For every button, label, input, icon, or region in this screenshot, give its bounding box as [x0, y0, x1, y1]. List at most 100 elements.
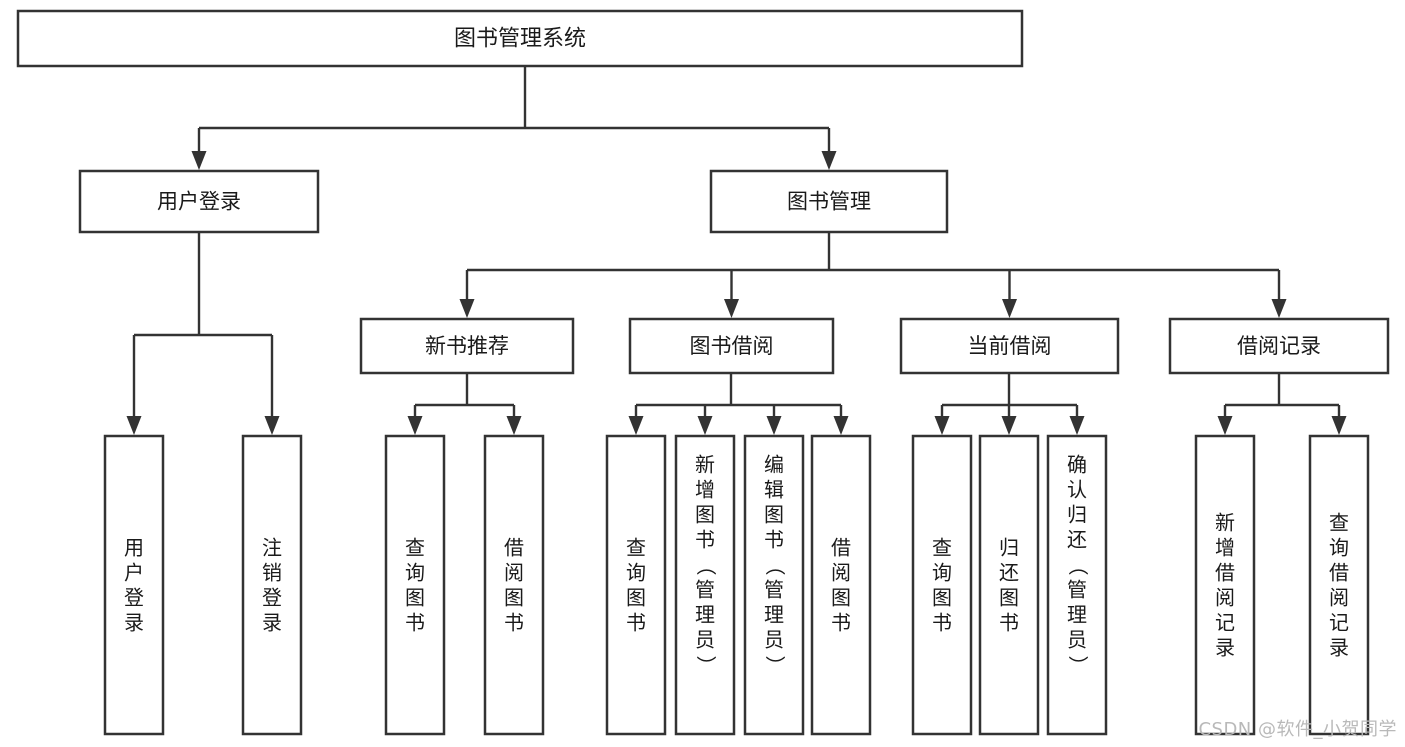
- svg-text:阅: 阅: [504, 561, 524, 585]
- node-book-borrow[interactable]: 图书借阅: [628, 317, 835, 375]
- svg-text:）: ）: [763, 656, 787, 676]
- connector-book-management-to-level3: [459, 232, 1287, 318]
- svg-text:登: 登: [262, 586, 282, 610]
- node-label-book-management: 图书管理: [787, 190, 871, 214]
- arrow-head-icon: [126, 416, 142, 435]
- node-box-leaf-return-book: [978, 434, 1040, 736]
- node-label-new-book-recommend: 新书推荐: [425, 334, 509, 358]
- node-current-borrow[interactable]: 当前借阅: [899, 317, 1120, 375]
- node-user-login[interactable]: 用户登录: [78, 169, 320, 234]
- node-box-leaf-query-book-nb: [384, 434, 446, 736]
- node-leaf-user-login[interactable]: 用户登录: [103, 434, 165, 736]
- arrow-head-icon: [506, 416, 522, 435]
- node-borrow-record[interactable]: 借阅记录: [1168, 317, 1390, 375]
- connector-book-borrow-to-leaves: [628, 373, 849, 435]
- node-box-user-login: [78, 169, 320, 234]
- node-box-leaf-query-record: [1308, 434, 1370, 736]
- arrow-head-icon: [697, 416, 713, 435]
- arrow-head-icon: [1331, 416, 1347, 435]
- svg-text:询: 询: [405, 561, 425, 585]
- svg-text:录: 录: [1215, 636, 1235, 660]
- node-box-leaf-edit-book-admin: [743, 434, 805, 736]
- svg-text:图: 图: [405, 586, 425, 610]
- node-label-current-borrow: 当前借阅: [968, 334, 1052, 358]
- svg-text:（: （: [1066, 556, 1090, 576]
- nodes-layer: 图书管理系统用户登录图书管理新书推荐图书借阅当前借阅借阅记录用户登录注销登录查询…: [16, 9, 1390, 736]
- node-root[interactable]: 图书管理系统: [16, 9, 1024, 68]
- connector-user-login-to-leaves: [126, 232, 280, 435]
- svg-text:阅: 阅: [831, 561, 851, 585]
- node-box-leaf-borrow-book-bb: [810, 434, 872, 736]
- arrow-head-icon: [1271, 299, 1287, 318]
- svg-text:查: 查: [405, 536, 425, 560]
- connector-root-to-level2: [191, 66, 837, 170]
- svg-text:借: 借: [1329, 561, 1349, 585]
- svg-text:书: 书: [831, 611, 851, 635]
- arrow-head-icon: [934, 416, 950, 435]
- node-box-leaf-query-book-bb: [605, 434, 667, 736]
- arrow-head-icon: [724, 299, 739, 318]
- svg-text:录: 录: [262, 611, 282, 635]
- arrow-head-icon: [628, 416, 644, 435]
- svg-text:还: 还: [999, 561, 1019, 585]
- svg-text:管: 管: [764, 578, 784, 602]
- node-label-user-login: 用户登录: [157, 190, 241, 214]
- svg-text:员: 员: [1067, 628, 1087, 652]
- connector-lines-layer: [126, 66, 1347, 435]
- svg-text:图: 图: [504, 586, 524, 610]
- svg-text:增: 增: [1215, 536, 1235, 560]
- svg-text:询: 询: [932, 561, 952, 585]
- node-box-leaf-add-record: [1194, 434, 1256, 736]
- svg-text:理: 理: [1067, 603, 1087, 627]
- svg-text:辑: 辑: [764, 478, 784, 502]
- svg-text:认: 认: [1067, 478, 1087, 502]
- arrow-head-icon: [1069, 416, 1085, 435]
- svg-text:户: 户: [124, 561, 144, 585]
- node-new-book-recommend[interactable]: 新书推荐: [359, 317, 575, 375]
- arrow-head-icon: [1001, 416, 1017, 435]
- svg-text:图: 图: [831, 586, 851, 610]
- arrow-head-icon: [833, 416, 849, 435]
- arrow-head-icon: [191, 151, 207, 170]
- svg-text:图: 图: [932, 586, 952, 610]
- svg-text:员: 员: [695, 628, 715, 652]
- svg-text:书: 书: [764, 528, 784, 552]
- connector-borrow-record-to-leaves: [1217, 373, 1347, 435]
- node-box-leaf-query-book-cb: [911, 434, 973, 736]
- svg-text:图: 图: [626, 586, 646, 610]
- node-book-management[interactable]: 图书管理: [709, 169, 949, 234]
- svg-text:管: 管: [1067, 578, 1087, 602]
- svg-text:书: 书: [405, 611, 425, 635]
- svg-text:登: 登: [124, 586, 144, 610]
- svg-text:录: 录: [124, 611, 144, 635]
- node-label-root: 图书管理系统: [454, 27, 586, 52]
- node-label-book-borrow: 图书借阅: [690, 334, 774, 358]
- svg-text:查: 查: [626, 536, 646, 560]
- node-box-book-borrow: [628, 317, 835, 375]
- svg-text:确: 确: [1067, 453, 1087, 477]
- svg-text:录: 录: [1329, 636, 1349, 660]
- svg-text:借: 借: [504, 536, 524, 560]
- connector-new-book-to-leaves: [407, 373, 522, 435]
- node-box-leaf-add-book-admin: [674, 434, 736, 736]
